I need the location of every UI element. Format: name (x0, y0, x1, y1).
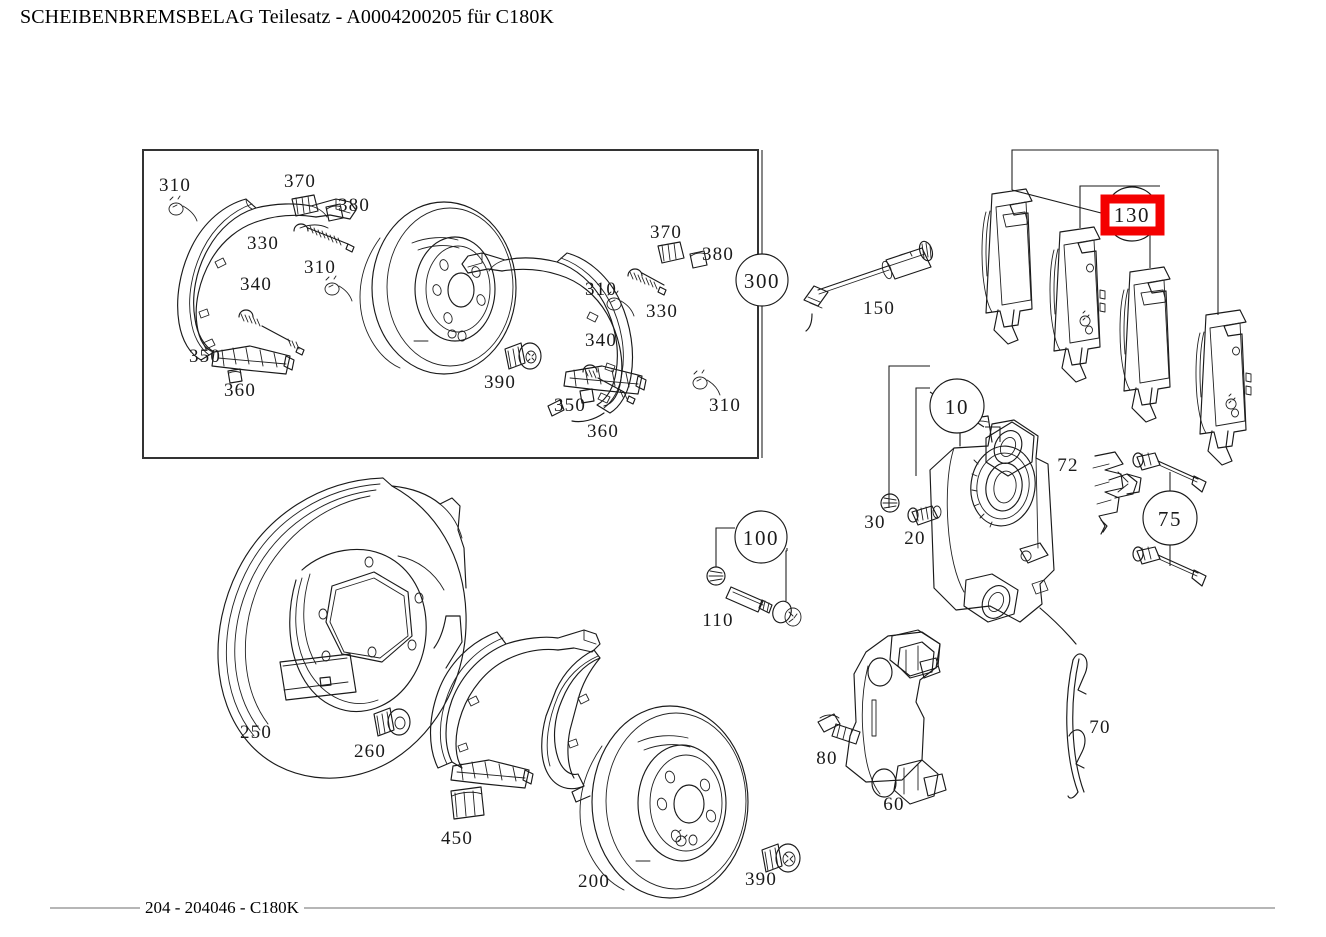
label-310-d: 310 (709, 395, 741, 416)
parking-brake-shoe-left-group (177, 198, 357, 361)
callout-label-75: 75 (1158, 507, 1182, 531)
label-350-b: 350 (554, 395, 586, 416)
caliper-carrier-60: 60 (845, 629, 947, 815)
label-330-a: 330 (247, 233, 279, 254)
callout-label-80: 80 (816, 748, 837, 769)
footer-reference: 204 - 204046 - C180K (140, 897, 304, 918)
guide-pin-20 (907, 505, 942, 526)
callout-label-100: 100 (743, 526, 779, 550)
brake-caliper-10: 10 (888, 365, 1077, 645)
inset-labels: 310 370 380 330 310 340 350 360 370 380 … (159, 171, 741, 442)
parking-brake-adjuster-450: 450 (441, 759, 534, 849)
label-370-b: 370 (650, 222, 682, 243)
brake-pad-3 (1119, 266, 1171, 423)
callout-label-10: 10 (945, 395, 969, 419)
brake-pad-set-130 (981, 149, 1252, 466)
label-380-a: 380 (338, 195, 370, 216)
parking-brake-shoes-lower (430, 629, 601, 803)
callout-label-300: 300 (744, 269, 780, 293)
callout-130[interactable]: 130 (1100, 186, 1165, 242)
brake-pad-2 (1049, 226, 1106, 383)
label-360-a: 360 (224, 380, 256, 401)
wear-sensor-150: 150 (803, 240, 934, 332)
label-390-a: 390 (484, 372, 516, 393)
guide-pin-assembly: 30 20 (864, 493, 942, 549)
inset-hardware-group (168, 194, 721, 405)
cap-30 (880, 493, 900, 513)
callout-label-72: 72 (1057, 455, 1078, 476)
callout-label-110: 110 (702, 610, 733, 631)
carrier-bolt-80: 80 (816, 713, 861, 769)
label-310-a: 310 (159, 175, 191, 196)
brake-disc-200: 200 (578, 705, 749, 899)
label-360-b: 360 (587, 421, 619, 442)
callout-label-30: 30 (864, 512, 885, 533)
guide-bolt-lower (1132, 546, 1207, 587)
callout-label-20: 20 (904, 528, 925, 549)
callout-label-390: 390 (745, 869, 777, 890)
label-310-b: 310 (304, 257, 336, 278)
callout-label-250: 250 (240, 722, 272, 743)
inset-locating-screw (504, 342, 542, 370)
label-370-a: 370 (284, 171, 316, 192)
label-330-b: 330 (646, 301, 678, 322)
brake-pad-4 (1195, 309, 1252, 466)
callout-label-70: 70 (1089, 717, 1110, 738)
callout-label-200: 200 (578, 871, 610, 892)
callout-label-150: 150 (863, 298, 895, 319)
label-350-a: 350 (189, 346, 221, 367)
highlight-box (1100, 194, 1165, 236)
label-340-a: 340 (240, 274, 272, 295)
disc-locating-screw-390: 390 (745, 843, 801, 890)
guide-bolt-pair-75: 75 (1132, 452, 1207, 587)
label-340-b: 340 (585, 330, 617, 351)
callout-label-130: 130 (1114, 203, 1150, 227)
page-title: SCHEIBENBREMSBELAG Teilesatz - A00042002… (20, 6, 554, 28)
pad-retaining-clip-72: 72 (1057, 451, 1142, 535)
bleeder-assembly-100: 100 110 (702, 510, 802, 631)
callout-label-450: 450 (441, 828, 473, 849)
shield-bolt-260: 260 (354, 707, 411, 762)
callout-300[interactable]: 300 (735, 150, 789, 458)
label-380-b: 380 (702, 244, 734, 265)
label-310-c: 310 (585, 279, 617, 300)
inset-brake-rotor (359, 201, 517, 375)
callout-label-260: 260 (354, 741, 386, 762)
retaining-spring-70: 70 (1066, 653, 1110, 799)
callout-label-60: 60 (883, 794, 904, 815)
brake-pad-1 (981, 188, 1033, 345)
brake-shield-250: 250 (217, 477, 467, 779)
guide-bolt-upper (1132, 452, 1207, 493)
